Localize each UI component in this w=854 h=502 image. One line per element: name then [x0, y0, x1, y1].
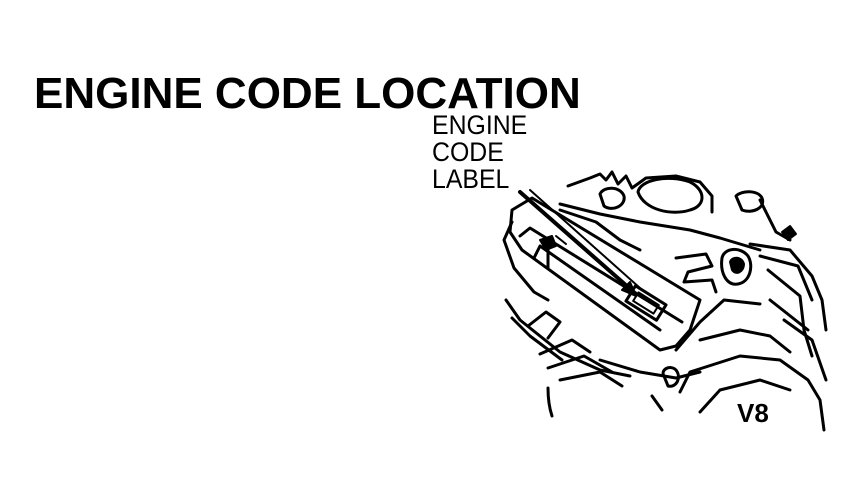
engine-code-label-callout: ENGINE CODE LABEL [432, 112, 536, 193]
front-accessories [674, 242, 828, 382]
engine-block [502, 220, 826, 432]
valve-cover [508, 196, 702, 352]
callout-line-2: CODE [432, 137, 504, 167]
callout-line-1: ENGINE [432, 110, 528, 140]
intake-manifold [558, 170, 797, 252]
engine-variant-label: V8 [737, 398, 769, 428]
engine-code-label-plate [624, 284, 668, 322]
diagram-title: ENGINE CODE LOCATION [34, 69, 581, 118]
callout-line-3: LABEL [432, 164, 510, 194]
